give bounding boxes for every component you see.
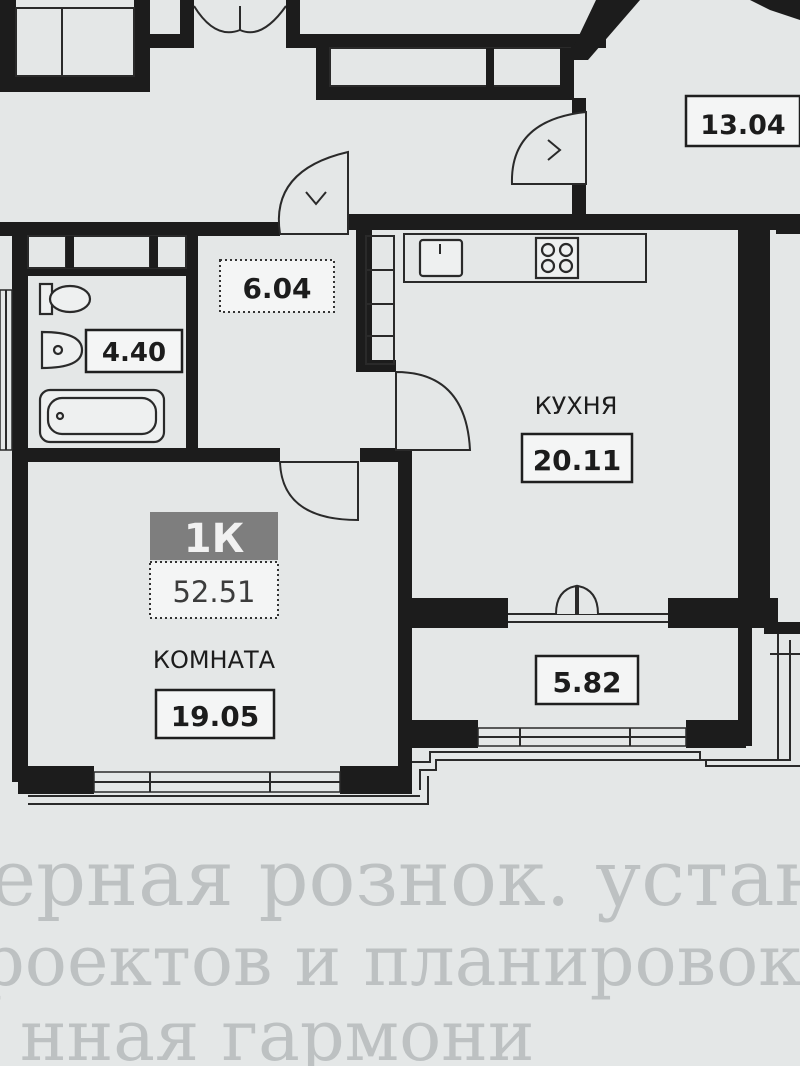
sink-icon [40, 330, 84, 370]
corridor-door [510, 110, 587, 185]
total-area-value: 52.51 [172, 575, 255, 609]
bleed-line-3: нная гармони [20, 995, 535, 1066]
bleed-line-1: ерная рознок. установл [0, 834, 800, 924]
kitchen-area-box [520, 432, 634, 484]
hall: 6.04 [219, 150, 472, 522]
neighbor-area-value: 13.04 [700, 110, 785, 141]
windows [0, 289, 800, 805]
kitchen-area-value: 20.11 [533, 444, 622, 477]
corridor-walls: 13.04 [510, 94, 800, 220]
neighbor-area-box [684, 94, 800, 148]
bleed-line-2: роектов и планировок. Мы [0, 920, 800, 1002]
balcony-area-value: 5.82 [552, 666, 621, 699]
balcony-area-box [534, 654, 640, 706]
room-area-value: 19.05 [171, 700, 260, 733]
bathroom: 4.40 [27, 235, 187, 444]
stove-icon [534, 236, 580, 280]
kitchen-door [395, 370, 472, 451]
kitchen: КУХНЯ 20.11 [403, 233, 668, 623]
kitchen-sink-icon [418, 238, 464, 278]
room-label: КОМНАТА [153, 646, 276, 674]
hall-area-value: 6.04 [242, 272, 311, 305]
living-room: 1К 52.51 КОМНАТА 19.05 [149, 512, 279, 740]
room-door [278, 461, 359, 522]
bath-area-value: 4.40 [102, 338, 166, 368]
bathtub-icon [38, 388, 166, 444]
hall-area-box [219, 259, 335, 313]
bleed-through-text: ерная рознок. установл роектов и планиро… [0, 834, 800, 1066]
apartment-type-badge [150, 512, 278, 560]
room-area-box [154, 688, 276, 740]
toilet-icon [38, 282, 92, 316]
apartment-walls [0, 214, 800, 794]
kitchen-label: КУХНЯ [535, 392, 618, 420]
total-area-box [149, 561, 279, 619]
upper-apartments [0, 0, 800, 100]
apartment-type-text: 1К [184, 516, 245, 562]
entrance-door [277, 150, 349, 235]
bath-area-box [84, 328, 184, 374]
balcony: 5.82 [534, 654, 640, 706]
